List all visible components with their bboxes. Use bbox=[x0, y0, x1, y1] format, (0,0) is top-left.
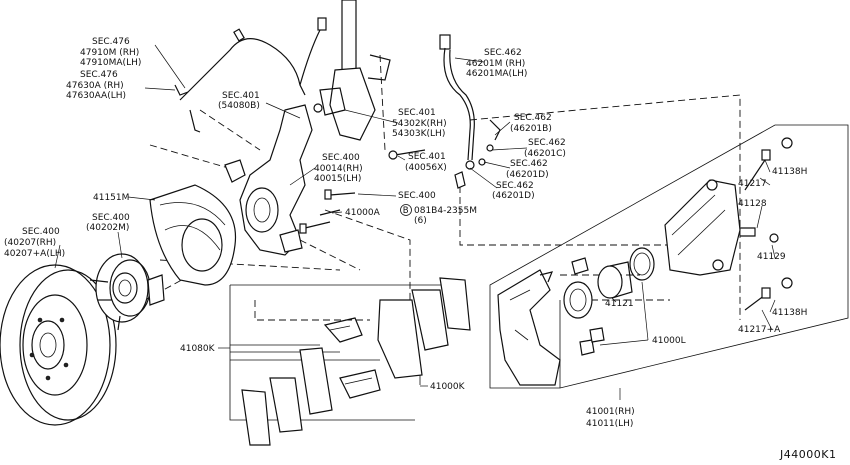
label-41217: 41217 bbox=[738, 179, 767, 189]
label-41121: 41121 bbox=[605, 299, 634, 309]
label-47630aa-lh: 47630AA(LH) bbox=[66, 91, 126, 101]
label-40014-rh: 40014(RH) bbox=[314, 164, 363, 174]
brake-disc bbox=[0, 264, 117, 426]
wheel-hub bbox=[89, 253, 165, 331]
label-46201c: (46201C) bbox=[524, 149, 566, 159]
label-bolt-b: B bbox=[403, 206, 409, 216]
label-081b4: 081B4-2355M bbox=[414, 206, 477, 216]
label-41129: 41129 bbox=[757, 252, 786, 262]
label-sec400-a: SEC.400 bbox=[322, 153, 360, 163]
label-41138h-a: 41138H bbox=[772, 167, 807, 177]
label-sec400-d: SEC.400 bbox=[22, 227, 60, 237]
dust-shield bbox=[149, 184, 237, 286]
label-sec462-a: SEC.462 bbox=[484, 48, 522, 58]
label-46201d-b: (46201D) bbox=[492, 191, 535, 201]
label-46201d-a: (46201D) bbox=[506, 170, 549, 180]
label-sec462-c: SEC.462 bbox=[528, 138, 566, 148]
label-41001-rh: 41001(RH) bbox=[586, 407, 635, 417]
label-47630a-rh: 47630A (RH) bbox=[66, 81, 124, 91]
caliper-assembly-box bbox=[489, 124, 849, 389]
label-bolt-qty: (6) bbox=[414, 216, 427, 226]
label-47910m-rh: 47910M (RH) bbox=[80, 48, 139, 58]
label-40207a-lh: 40207+A(LH) bbox=[4, 249, 65, 259]
label-sec401-c: SEC.401 bbox=[408, 152, 446, 162]
label-40202m: (40202M) bbox=[86, 223, 129, 233]
label-41138h-b: 41138H bbox=[772, 308, 807, 318]
label-54080b: (54080B) bbox=[218, 101, 260, 111]
label-46201ma-lh: 46201MA(LH) bbox=[466, 69, 527, 79]
label-sec401-b: SEC.401 bbox=[398, 108, 436, 118]
strut-assembly bbox=[313, 0, 391, 141]
label-sec476-a: SEC.476 bbox=[92, 37, 130, 47]
label-sec462-b: SEC.462 bbox=[514, 113, 552, 123]
label-sec462-e: SEC.462 bbox=[496, 181, 534, 191]
label-sec462-d: SEC.462 bbox=[510, 159, 548, 169]
bolt-b-circle bbox=[400, 204, 412, 216]
abs-sensor bbox=[174, 17, 327, 133]
caliper-bracket bbox=[497, 269, 561, 386]
steering-knuckle bbox=[224, 104, 313, 256]
bolts bbox=[299, 149, 426, 234]
label-54302k-rh: 54302K(RH) bbox=[392, 119, 447, 129]
label-41128: 41128 bbox=[738, 199, 767, 209]
label-46201m-rh: 46201M (RH) bbox=[466, 59, 525, 69]
label-41000l: 41000L bbox=[652, 336, 686, 346]
label-41011-lh: 41011(LH) bbox=[586, 419, 633, 429]
guide-pins bbox=[744, 137, 793, 311]
label-41080k: 41080K bbox=[180, 344, 216, 354]
pad-kit-brackets bbox=[229, 284, 465, 421]
label-sec400-c: SEC.400 bbox=[92, 213, 130, 223]
label-41217a: 41217+A bbox=[738, 325, 781, 335]
label-sec400-b: SEC.400 bbox=[398, 191, 436, 201]
label-41151m: 41151M bbox=[93, 193, 129, 203]
label-47910ma-lh: 47910MA(LH) bbox=[80, 58, 141, 68]
diagram-code: J44000K1 bbox=[779, 448, 836, 461]
piston-seals bbox=[563, 247, 655, 356]
label-40056x: (40056X) bbox=[405, 163, 447, 173]
label-40207-rh: (40207(RH) bbox=[4, 238, 56, 248]
label-40015-lh: 40015(LH) bbox=[314, 174, 361, 184]
part-labels: SEC.476 47910M (RH) 47910MA(LH) SEC.476 … bbox=[4, 37, 836, 461]
leader-lines bbox=[54, 44, 776, 400]
brake-hose bbox=[439, 34, 501, 189]
label-41000k: 41000K bbox=[430, 382, 466, 392]
label-46201b: (46201B) bbox=[510, 124, 552, 134]
label-41000a: 41000A bbox=[345, 208, 381, 218]
label-sec401-a: SEC.401 bbox=[222, 91, 260, 101]
label-54303k-lh: 54303K(LH) bbox=[392, 129, 445, 139]
label-sec476-b: SEC.476 bbox=[80, 70, 118, 80]
brake-pads bbox=[241, 277, 471, 446]
caliper-body bbox=[664, 179, 779, 276]
